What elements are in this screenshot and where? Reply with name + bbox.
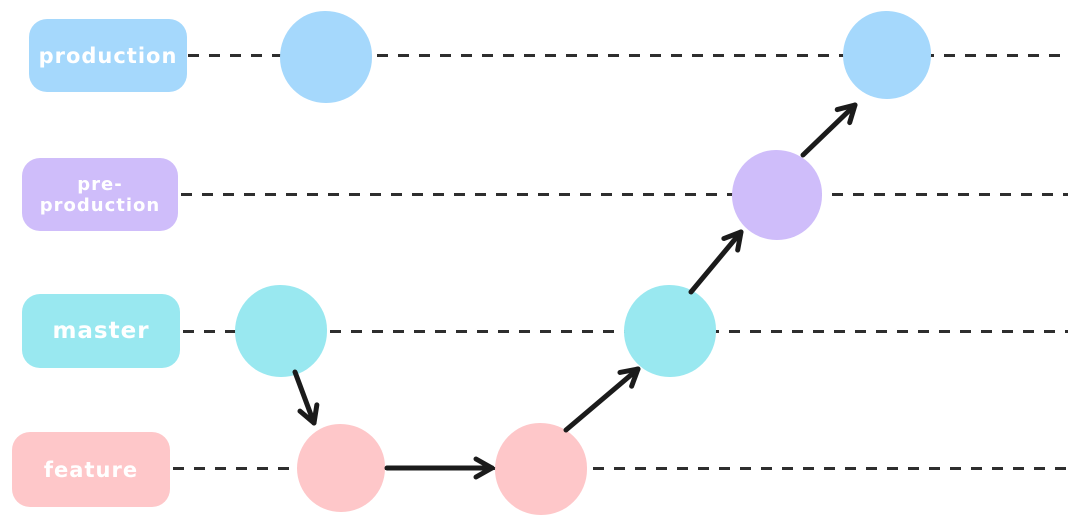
lane-label-feature-text: feature bbox=[43, 457, 139, 482]
arrow-master1-to-feature1 bbox=[292, 369, 320, 426]
commit-node-production-2 bbox=[843, 11, 931, 99]
lane-label-master-text: master bbox=[52, 318, 150, 344]
commit-node-feature-1 bbox=[297, 424, 385, 512]
lane-line-pre-production bbox=[181, 193, 1068, 196]
commit-node-production-1 bbox=[280, 11, 372, 103]
lane-label-pre-production-text: pre-production bbox=[39, 173, 161, 216]
lane-label-feature: feature bbox=[12, 432, 170, 507]
lane-line-production bbox=[188, 54, 1063, 57]
lane-label-production: production bbox=[29, 19, 187, 92]
commit-node-master-2 bbox=[624, 285, 716, 377]
arrow-preproduction1-to-production2 bbox=[800, 102, 858, 158]
arrow-feature2-to-master2 bbox=[563, 366, 641, 433]
commit-node-feature-2 bbox=[495, 423, 587, 515]
commit-node-master-1 bbox=[235, 285, 327, 377]
commit-node-pre-production-1 bbox=[732, 150, 822, 240]
lane-label-production-text: production bbox=[38, 43, 178, 68]
lane-line-feature bbox=[173, 467, 1070, 470]
lane-label-pre-production: pre-production bbox=[22, 158, 178, 231]
arrow-master2-to-preproduction1 bbox=[688, 229, 744, 295]
lane-label-master: master bbox=[22, 294, 180, 368]
